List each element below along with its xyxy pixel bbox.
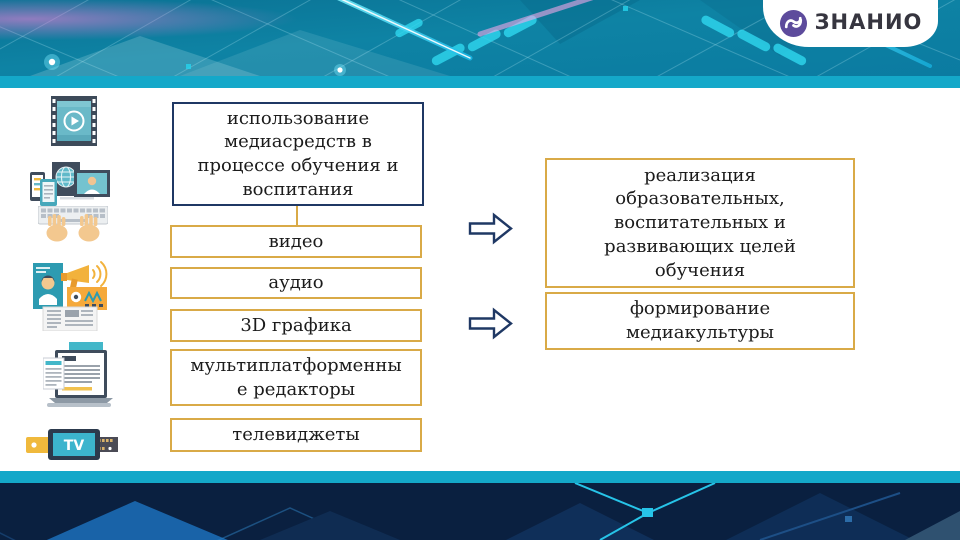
- play-icon: [71, 116, 79, 126]
- media-item-box-multiplatform-editors: мультиплатформенны е редакторы: [170, 349, 422, 406]
- outcome-box-media-culture: формирование медиакультуры: [545, 292, 855, 350]
- keyboard-typing-icon: [38, 206, 108, 242]
- media-item-box-video: видео: [170, 225, 422, 258]
- logo-badge: ЗНАНИО: [763, 0, 938, 47]
- film-strip-icon: [45, 96, 103, 146]
- logo-brand-text: ЗНАНИО: [814, 10, 923, 34]
- arrow-right-icon: [468, 307, 514, 340]
- arrow-right-icon: [468, 212, 514, 245]
- laptop-documents-icon: [43, 342, 113, 408]
- znanio-swirl-icon: [779, 9, 808, 38]
- bottom-banner-graphic: [0, 483, 960, 540]
- bottom-banner: [0, 483, 960, 540]
- media-item-box-3d-graphics: 3D графика: [170, 309, 422, 342]
- connector-line: [296, 206, 298, 226]
- tv-screen-label: TV: [64, 438, 85, 454]
- top-divider-strip: [0, 76, 960, 88]
- bottom-divider-strip: [0, 471, 960, 483]
- media-item-box-audio: аудио: [170, 267, 422, 299]
- root-box: использование медиасредств в процессе об…: [172, 102, 424, 206]
- media-item-box-tv-widgets: телевиджеты: [170, 418, 422, 452]
- media-announcement-icon: [31, 257, 109, 331]
- tv-widget-icon: TV: [26, 429, 118, 462]
- multimedia-devices-icon: [30, 162, 110, 218]
- outcome-box-education-goals: реализация образовательных, воспитательн…: [545, 158, 855, 288]
